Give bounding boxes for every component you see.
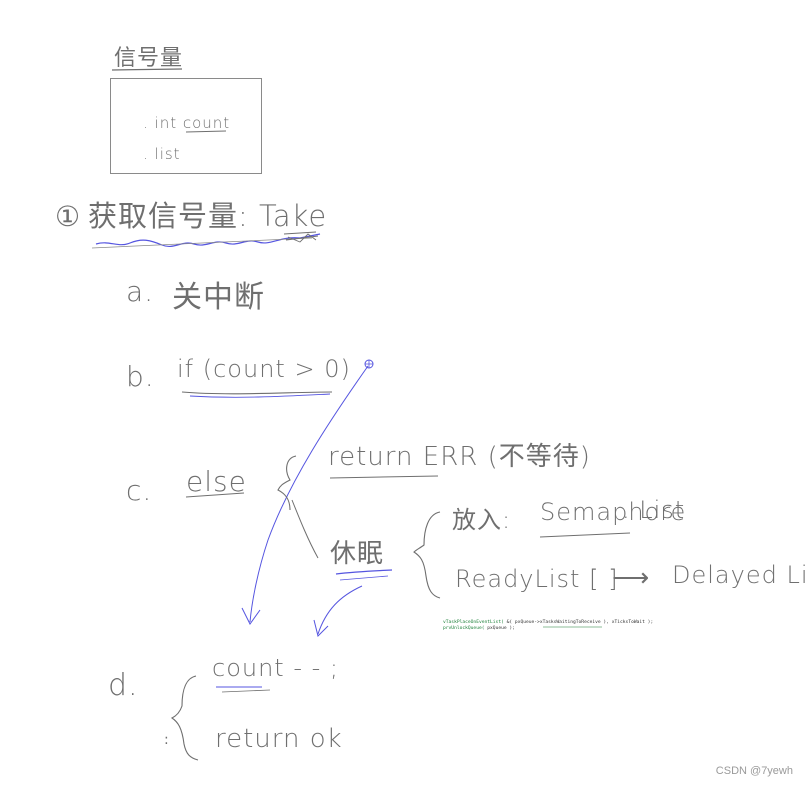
else-brace	[277, 455, 297, 511]
step-d-label: d.	[108, 668, 139, 703]
branch-to-sleep	[291, 499, 319, 559]
section-underline-gray	[91, 237, 313, 249]
section-wavy-underline	[95, 233, 321, 247]
struct-box	[110, 78, 262, 174]
step-c-sleep: 休眠	[330, 539, 385, 569]
field-list: . list	[143, 145, 181, 163]
code-line-2-args: pxQueue );	[484, 626, 515, 631]
step-c-return-err: return ERR (不等待)	[328, 442, 591, 472]
return-err-underline	[329, 475, 439, 479]
step-c-put-into: 放入:	[452, 506, 512, 534]
code-line-1-fn: vTaskPlaceOnEventList(	[443, 620, 504, 625]
code-line-2: prvUnlockQueue( pxQueue );	[443, 626, 653, 632]
arrow-b-to-d	[249, 365, 369, 623]
step-d-return-ok: return ok	[215, 724, 343, 754]
section-number: ①	[55, 200, 82, 233]
count-dec-underline-gray	[221, 689, 271, 693]
step-a-text: 关中断	[172, 280, 265, 315]
code-line-2-fn: prvUnlockQueue(	[443, 626, 485, 631]
take-scribble	[283, 231, 319, 243]
code-line-1-args: &( pxQueue->xTasksWaitingToReceive ), xT…	[503, 620, 654, 625]
step-a-label: a.	[126, 275, 155, 308]
step-c-arrow: ⟶	[612, 563, 651, 593]
if-blue-underline	[189, 393, 331, 398]
sleep-brace	[413, 511, 441, 599]
step-c-delayed-list: Delayed List	[672, 561, 809, 589]
sleep-underline-2	[339, 575, 389, 581]
code-snippet: vTaskPlaceOnEventList( &( pxQueue->xTask…	[443, 620, 653, 632]
step-c-list: . List	[622, 496, 686, 524]
watermark: CSDN @7yewh	[715, 765, 793, 777]
target-marker-icon	[364, 359, 374, 369]
step-c-label: c.	[126, 474, 153, 507]
step-c-readylist: ReadyList [ ]	[455, 565, 619, 593]
else-underline	[185, 492, 245, 498]
step-b-condition: if (count > 0)	[177, 355, 351, 383]
title-underline	[111, 68, 183, 71]
section-title: 获取信号量: Take	[88, 199, 328, 233]
sleep-underline	[335, 569, 393, 575]
d-brace	[170, 675, 199, 761]
arrow-sleep-to-d-head	[313, 619, 329, 637]
d-colon: :	[164, 732, 169, 748]
arrow-sleep-to-d	[317, 585, 363, 635]
step-c-else: else	[186, 465, 247, 498]
count-underline	[185, 130, 227, 133]
semaphore-underline	[539, 532, 631, 538]
step-d-count-decrement: count - - ;	[212, 654, 340, 682]
if-underline	[181, 391, 333, 395]
title-semaphore: 信号量	[114, 46, 184, 71]
step-c-semaphore: Semaphore	[540, 498, 687, 526]
step-b-label: b.	[126, 360, 155, 393]
code-line-1: vTaskPlaceOnEventList( &( pxQueue->xTask…	[443, 620, 653, 626]
arrow-b-to-d-head	[241, 607, 261, 625]
field-int-count: . int count	[143, 114, 231, 132]
